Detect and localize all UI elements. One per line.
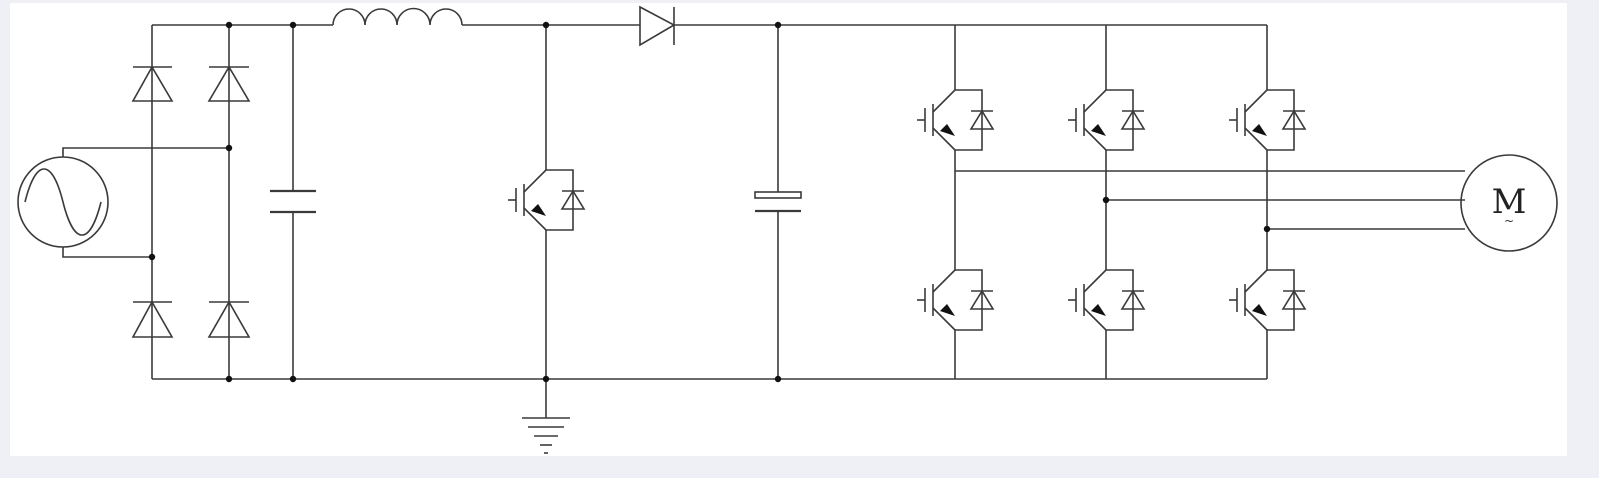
- motor: M ~: [1460, 154, 1558, 252]
- inverter-switch-v-low: [1068, 269, 1146, 331]
- junction-node: [1263, 225, 1271, 233]
- junction-node: [289, 21, 297, 29]
- junction-node: [542, 21, 550, 29]
- rectifier-diode-2: [207, 65, 251, 102]
- bridge-rectifier: [131, 25, 251, 379]
- inverter-leg-u: [917, 25, 995, 379]
- three-phase-inverter: [917, 25, 1465, 379]
- rectifier-diode-3: [131, 300, 174, 338]
- inverter-switch-v-high: [1068, 89, 1146, 151]
- circuit-diagram: M ~: [17, 5, 1558, 454]
- inverter-switch-w-high: [1229, 89, 1307, 151]
- motor-tilde-mark: ~: [1504, 214, 1514, 228]
- rectifier-diode-4: [207, 300, 251, 338]
- sine-wave-icon: [24, 168, 102, 236]
- dc-link-capacitor: [754, 25, 802, 379]
- inverter-leg-w: [1229, 25, 1307, 379]
- ac-source: [17, 147, 229, 258]
- inverter-switch-u-high: [917, 89, 995, 151]
- junction-node: [225, 144, 233, 152]
- junction-node: [1102, 196, 1110, 204]
- junction-node: [774, 21, 782, 29]
- motor-label: M: [1492, 182, 1527, 222]
- junction-node: [542, 375, 550, 383]
- filter-capacitor: [270, 25, 316, 379]
- boost-inductor: [332, 7, 463, 26]
- junction-nodes: [148, 21, 1271, 383]
- schematic-canvas: M ~: [10, 3, 1567, 456]
- junction-node: [148, 253, 156, 261]
- rectifier-diode-1: [131, 65, 174, 102]
- inverter-switch-w-low: [1229, 269, 1307, 331]
- boost-switch-igbt: [508, 25, 586, 379]
- junction-node: [225, 21, 233, 29]
- inverter-switch-u-low: [917, 269, 995, 331]
- junction-node: [225, 375, 233, 383]
- boost-diode: [639, 5, 676, 47]
- junction-node: [774, 375, 782, 383]
- junction-node: [289, 375, 297, 383]
- inverter-leg-v: [1068, 25, 1146, 379]
- ground-symbol: [522, 379, 570, 454]
